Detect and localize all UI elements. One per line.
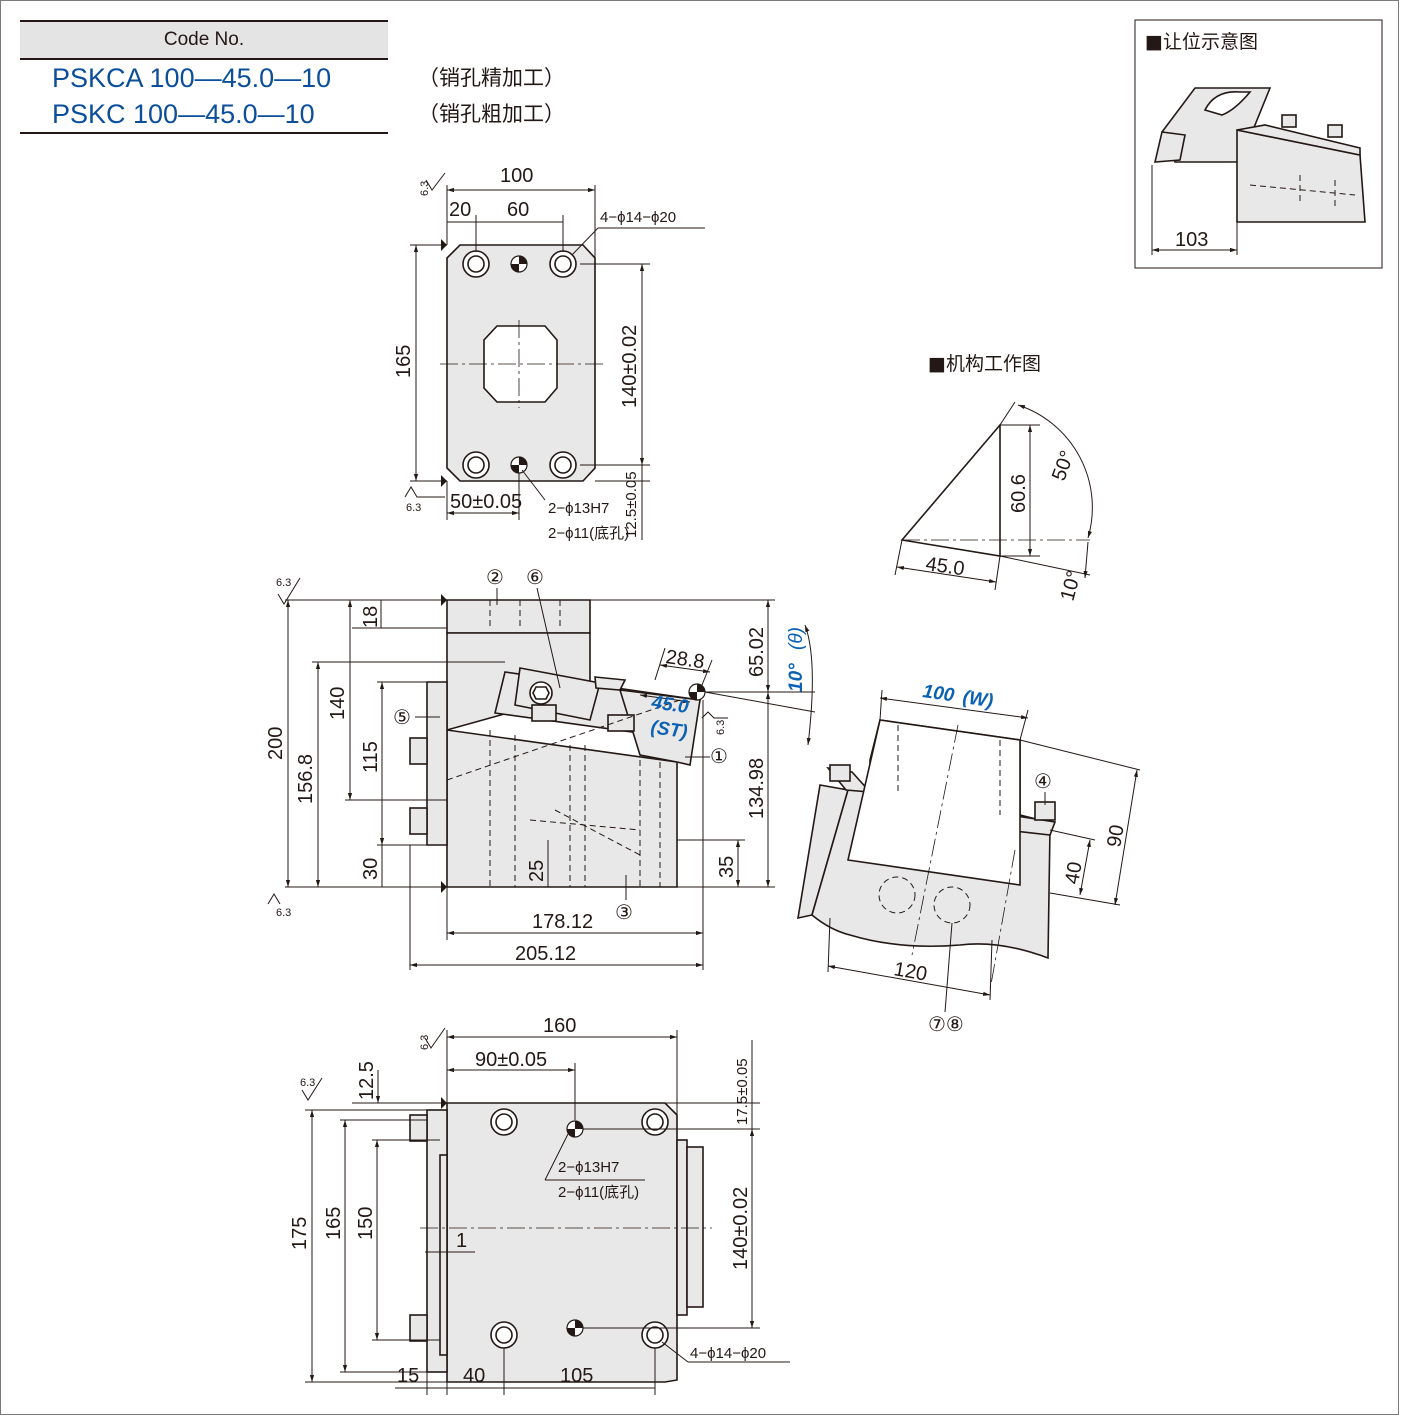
front-angle-10: 10° [786,663,807,692]
bottom-holes [490,1108,669,1349]
side-dim-90: 90 [1103,823,1129,849]
side-dim-120: 120 [892,958,929,985]
front-dim-205-12: 205.12 [515,943,576,965]
bottom-dim-15: 15 [397,1365,419,1387]
side-dim-40: 40 [1061,860,1087,886]
clearance-title: ■让位示意图 [1145,31,1258,53]
balloon-3: ③ [615,902,633,924]
bottom-dim-17-5: 17.5±0.05 [734,1058,751,1125]
front-roughness-slide: 6.3 [715,720,727,735]
side-face [847,719,1021,886]
bottom-pin-b: 2−ϕ11(底孔) [558,1184,639,1201]
front-side-block [426,681,448,846]
front-dim-178-12: 178.12 [532,911,593,933]
note-rough: （销孔粗加工） [418,102,565,126]
front-dim-156-8: 156.8 [295,754,317,804]
clearance-slot [1203,91,1252,116]
code-pskca: PSKCA 100—45.0—10 [52,63,332,93]
front-dim-25: 25 [526,860,548,882]
mech-dim-45: 45.0 [924,553,966,580]
code-row-pskca: PSKCA 100—45.0—10 （销孔精加工） [20,60,565,96]
bottom-dim-165: 165 [323,1207,345,1240]
side-dim-100: 100 [921,681,956,706]
bottom-roughness-a: 6.3 [300,1077,315,1089]
top-roughness-b: 6.3 [406,502,421,514]
front-stroke-st: (ST) [649,717,689,743]
top-view: 100 20 60 4−ϕ14−ϕ20 165 140±0.02 50±0.05… [393,165,705,542]
balloon-4: ④ [1034,771,1052,793]
mech-angle-50: 50° [1048,448,1079,484]
code-table: Code No. PSKCA 100—45.0—10 （销孔精加工） PSKC … [20,20,565,134]
front-view: 200 156.8 140 18 115 30 25 35 [265,567,816,970]
bottom-dim-160: 160 [543,1015,576,1037]
balloon-1: ① [710,746,728,768]
top-dim-140: 140±0.02 [619,325,641,408]
bottom-dim-105: 105 [560,1365,593,1387]
code-header: Code No. [20,20,388,60]
top-holes-label: 4−ϕ14−ϕ20 [600,209,676,226]
top-pin-a: 2−ϕ13H7 [548,500,609,517]
balloon-78: ⑦⑧ [928,1014,964,1036]
code-pskc: PSKC 100—45.0—10 [52,99,315,129]
front-dim-140: 140 [327,687,349,720]
mechanism-view: ■机构工作图 60.6 45.0 50° 10° [894,353,1093,603]
clearance-dim-103: 103 [1175,229,1208,251]
top-dim-12-5: 12.5±0.05 [623,471,640,538]
front-dim-200: 200 [265,727,287,760]
code-row-pskc: PSKC 100—45.0—10 （销孔粗加工） [20,96,565,134]
front-top-plate [446,599,591,634]
note-fine: （销孔精加工） [418,66,565,90]
bottom-roughness-b: 6.3 [419,1035,431,1050]
top-dim-20: 20 [449,199,471,221]
clearance-view: ■让位示意图 103 [1134,19,1383,269]
mechanism-title: ■机构工作图 [928,353,1041,375]
mech-angle-10: 10° [1057,568,1086,603]
balloon-5: ⑤ [393,707,411,729]
side-dim-w: (W) [961,687,994,712]
bottom-dim-175: 175 [289,1217,311,1250]
balloon-2: ② [486,567,504,589]
top-holes [462,250,577,479]
mechanism-triangle [900,422,1001,557]
front-dim-18: 18 [360,606,382,628]
front-dim-65-02: 65.02 [746,627,768,677]
balloon-6: ⑥ [526,567,544,589]
front-roughness-a: 6.3 [276,577,291,589]
top-pin-b: 2−ϕ11(底孔) [548,525,629,542]
side-view: 100 (W) 90 40 120 ④ ⑦⑧ [797,681,1141,1036]
bottom-dim-90: 90±0.05 [475,1049,547,1071]
top-dim-50: 50±0.05 [450,491,522,513]
front-angle-theta: (θ) [786,627,807,650]
top-roughness-a: 6.3 [419,181,431,196]
bottom-pin-a: 2−ϕ13H7 [558,1159,619,1176]
top-dim-165: 165 [393,345,415,378]
top-dim-100: 100 [500,165,533,187]
bottom-dim-40: 40 [463,1365,485,1387]
front-dim-30: 30 [360,858,382,880]
front-dim-115: 115 [360,741,382,773]
front-dim-28-8: 28.8 [664,646,706,673]
front-roughness-b: 6.3 [276,907,291,919]
front-dim-134-98: 134.98 [746,758,768,819]
bottom-dim-140: 140±0.02 [730,1187,752,1270]
bottom-dim-150: 150 [355,1207,377,1240]
bottom-dim-12-5: 12.5 [356,1061,378,1100]
bottom-view: 160 90±0.05 12.5 17.5±0.05 140±0.02 175 … [289,1015,790,1395]
bottom-dim-1: 1 [456,1230,467,1252]
front-dim-35: 35 [716,856,738,878]
top-dim-60: 60 [507,199,529,221]
bottom-holes-label: 4−ϕ14−ϕ20 [690,1345,766,1362]
mech-dim-60-6: 60.6 [1008,474,1030,513]
